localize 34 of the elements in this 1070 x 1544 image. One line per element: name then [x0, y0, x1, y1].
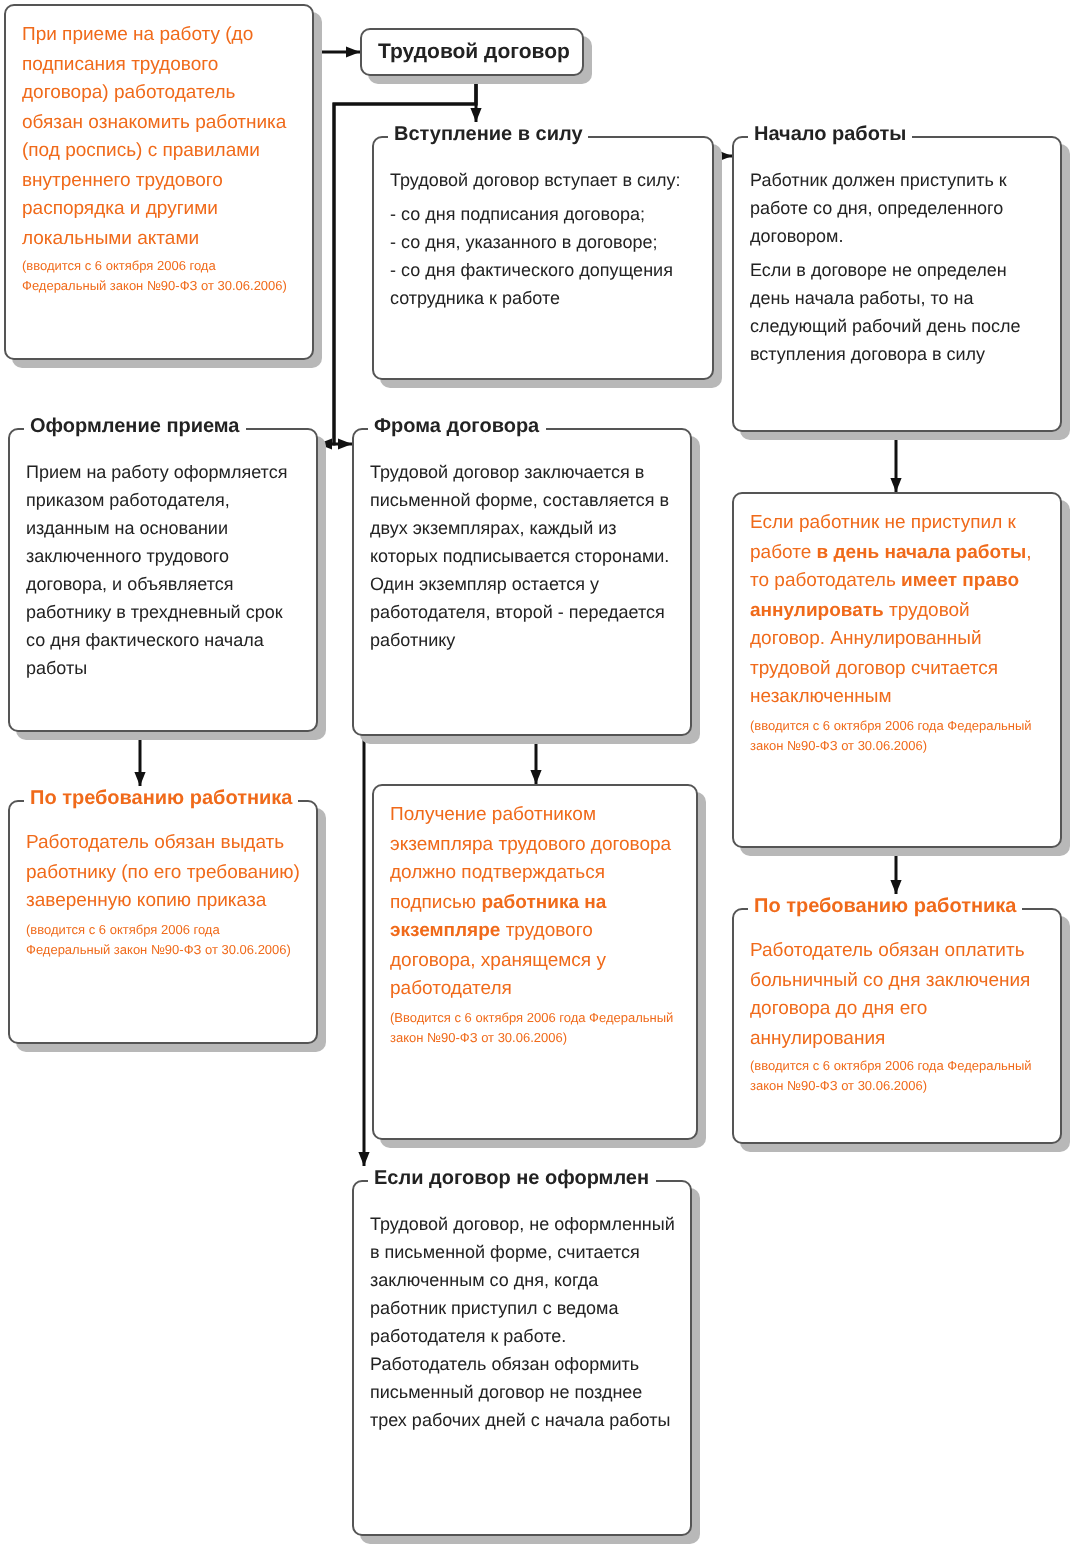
box-text: При приеме на работу (до подписания трудового договора) работодатель обязан ознакомить работника (под роспись) с правилами внутреннего трудового распорядка и другими локальными актами: [22, 22, 289, 253]
box-heading: По требованию работника: [24, 786, 299, 812]
box-text: Работодатель обязан выдать работнику (по его требованию) заверенную копию приказа: [26, 830, 302, 916]
box-text: Прием на работу оформляется приказом работодателя, изданным на основании заключенного трудового договора, и объявляется работнику в трехдневный срок со дня фактического начала работы: [26, 460, 290, 682]
box-title: Трудовой договор: [378, 38, 566, 66]
box-text: Работник должен приступить к работе со дня, определенного договором.: [750, 168, 1009, 250]
info-box: [352, 414, 692, 736]
box-heading: Если договор не оформлен: [368, 1166, 656, 1192]
info-box: [732, 492, 1062, 848]
info-box: [372, 122, 714, 380]
box-heading: Оформление приема: [24, 414, 246, 440]
info-box: [372, 784, 698, 1140]
box-heading: Начало работы: [748, 122, 913, 148]
box-heading: По требованию работника: [748, 894, 1023, 920]
box-heading: Фрома договора: [368, 414, 546, 440]
box-text: Трудовой договор вступает в силу:: [390, 168, 683, 194]
box-heading: Вступление в силу: [388, 122, 589, 148]
connector-arrow: [358, 736, 370, 1166]
info-box: [8, 786, 318, 1044]
info-box: [8, 414, 318, 732]
list-item: - со дня фактического допущения сотрудника к работе: [390, 258, 675, 312]
info-box: [732, 122, 1062, 432]
title-box: [360, 28, 584, 76]
info-box: [732, 894, 1062, 1144]
box-text: Если работник не приступил к работе в день начала работы, то работодатель имеет право аннулировать трудовой договор. Аннулированный трудовой договор считается незаключенным: [750, 510, 1034, 712]
box-text: Трудовой договор заключается в письменной форме, составляется в двух экземплярах, каждый из которых подписывается сторонами. Один экземпляр остается у работодателя, второй - передается работнику: [370, 460, 672, 654]
box-text: Трудовой договор, не оформленный в письменной форме, считается заключенным со дня, когда работник приступил с ведома работодателя к работе. Работодатель обязан оформить письменный договор не позднее трех рабочих дней с начала работы: [370, 1212, 676, 1434]
box-text: Получение работником экземпляра трудового договора должно подтверждаться подписью работника на экземпляре трудового договора, хранящемся у работодателя: [390, 802, 674, 1004]
list-item: - со дня подписания договора;: [390, 202, 647, 228]
box-text: Работодатель обязан оплатить больничный со дня заключения договора до дня его аннулирования: [750, 938, 1033, 1053]
info-box: [352, 1166, 692, 1536]
box-text: Если в договоре не определен день начала работы, то на следующий рабочий день после вступления договора в силу: [750, 258, 1023, 368]
list-item: - со дня, указанного в договоре;: [390, 230, 660, 256]
info-box: [4, 4, 314, 360]
